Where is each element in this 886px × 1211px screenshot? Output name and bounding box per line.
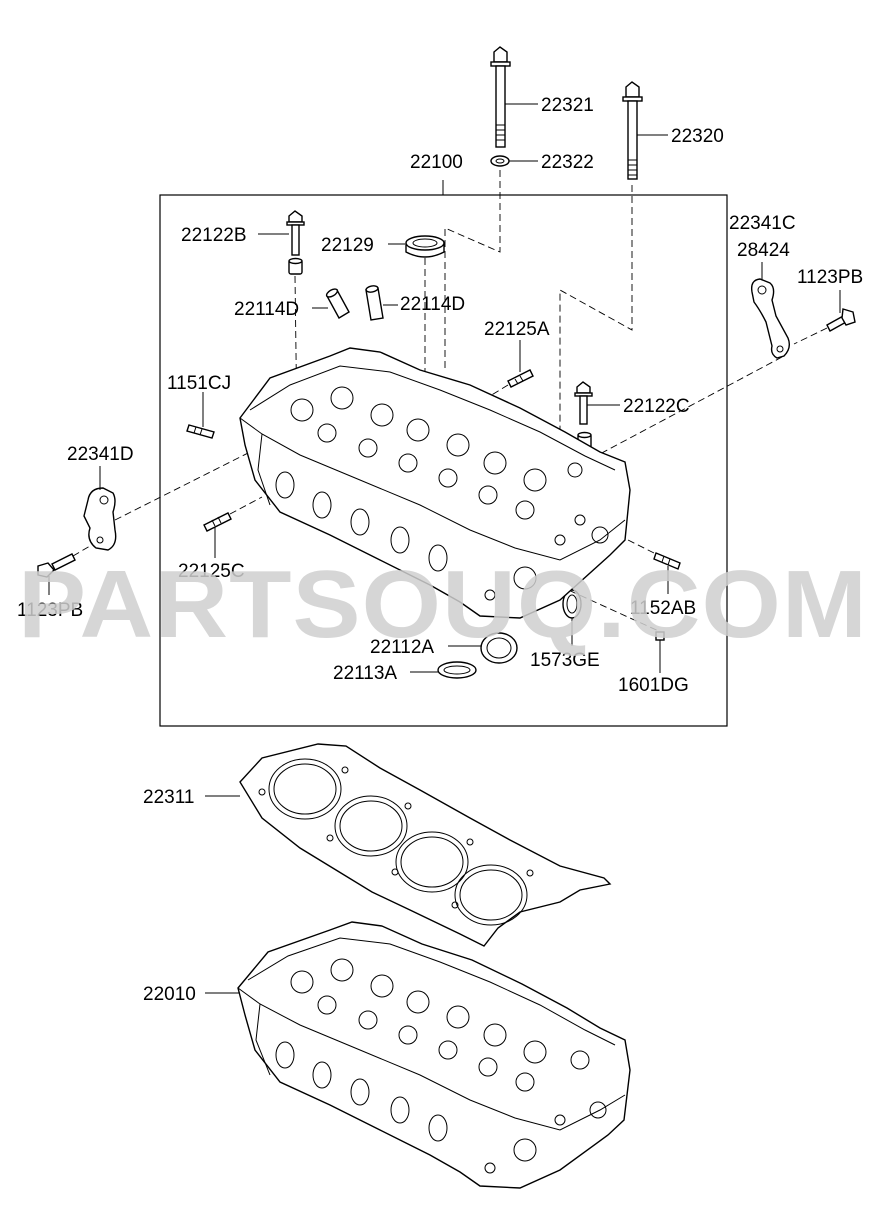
label-22129[interactable]: 22129 [321, 235, 374, 256]
label-22341D[interactable]: 22341D [67, 444, 134, 465]
label-22122C[interactable]: 22122C [623, 396, 690, 417]
cylinder-head-22100[interactable] [239, 347, 631, 619]
label-1152AB[interactable]: 1152AB [630, 598, 696, 619]
label-22341C[interactable]: 22341C [729, 213, 796, 234]
stud-1152AB[interactable] [653, 552, 681, 570]
pin-22114D-left[interactable] [325, 287, 350, 319]
pin-22114D-right[interactable] [365, 285, 384, 321]
bolt-1123PB-right[interactable] [826, 308, 856, 332]
label-22114D-right[interactable]: 22114D [400, 294, 465, 315]
dowel-sleeve[interactable] [288, 257, 303, 275]
bolt-1123PB-left[interactable] [37, 553, 76, 578]
bolt-22122C[interactable] [574, 381, 593, 425]
label-1573GE[interactable]: 1573GE [530, 650, 600, 671]
label-22125A[interactable]: 22125A [484, 319, 550, 340]
label-22113A[interactable]: 22113A [333, 663, 397, 684]
bracket-22341D[interactable] [83, 487, 117, 551]
label-1123PB-right[interactable]: 1123PB [797, 267, 863, 288]
label-28424[interactable]: 28424 [737, 240, 790, 261]
plug-22129[interactable] [405, 235, 445, 258]
head-gasket-22311[interactable] [239, 743, 612, 947]
label-22010[interactable]: 22010 [143, 984, 196, 1005]
label-1601DG[interactable]: 1601DG [618, 675, 689, 696]
label-1123PB-left[interactable]: 1123PB [17, 600, 83, 621]
label-22322[interactable]: 22322 [541, 152, 594, 173]
label-22122B[interactable]: 22122B [181, 225, 247, 246]
label-22100[interactable]: 22100 [410, 152, 463, 173]
label-22112A[interactable]: 22112A [370, 637, 434, 658]
stud-1151CJ[interactable] [186, 424, 215, 439]
label-22311[interactable]: 22311 [143, 787, 194, 808]
seal-22113A[interactable] [437, 661, 477, 679]
seal-22112A[interactable] [480, 632, 518, 664]
label-22320[interactable]: 22320 [671, 126, 724, 147]
label-22321[interactable]: 22321 [541, 95, 594, 116]
cylinder-head-assembly-22010[interactable] [237, 921, 631, 1189]
bolt-22122B[interactable] [286, 210, 305, 256]
bracket-22341C[interactable] [750, 278, 791, 359]
washer-22322[interactable] [490, 155, 510, 167]
head-bolt-22321[interactable] [490, 46, 511, 148]
stud-22125C[interactable] [203, 512, 232, 532]
watermark: PARTSOUQ.COM [18, 551, 868, 658]
head-bolt-22320[interactable] [622, 81, 643, 180]
label-1151CJ[interactable]: 1151CJ [167, 373, 231, 394]
stud-22125A[interactable] [507, 369, 534, 388]
label-22125C[interactable]: 22125C [178, 561, 245, 582]
label-22114D-left[interactable]: 22114D [234, 299, 299, 320]
